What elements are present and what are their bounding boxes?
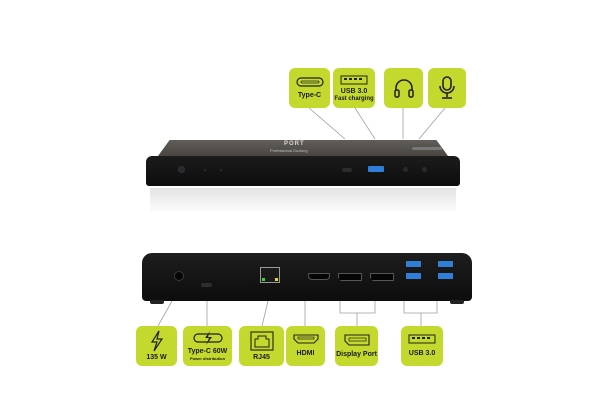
badge-label: HDMI [296, 350, 315, 357]
led-indicator [204, 169, 206, 171]
displayport-1 [338, 273, 362, 281]
front-type-c-port [342, 168, 352, 172]
brand-logo: PORT [284, 141, 305, 147]
badge-microphone [428, 68, 466, 108]
indicator-strip [412, 147, 442, 150]
headphones-icon [393, 79, 414, 98]
usb-port [406, 261, 421, 267]
power-button [178, 166, 185, 173]
dock-front-view: PORT Professional Docking [146, 140, 460, 214]
back-type-c-port [201, 283, 212, 287]
badge-label: 135 W [146, 354, 167, 361]
usb-port [438, 261, 453, 267]
usb-type-c-power-icon [192, 331, 223, 345]
hdmi-port [308, 273, 330, 280]
badge-displayport: Display Port [335, 326, 378, 366]
badge-power-135w: 135 W [136, 326, 177, 366]
badge-type-c: Type-C [289, 68, 330, 108]
usb-type-c-icon [295, 76, 324, 87]
badge-usb-fast-charging: USB 3.0 Fast charging [333, 68, 375, 108]
hdmi-icon [292, 334, 319, 344]
usb-a-icon [408, 334, 436, 344]
badge-sublabel: Fast charging [334, 95, 374, 102]
badge-label: Display Port [336, 350, 377, 358]
ethernet-rj45-icon [249, 330, 274, 351]
usb-port [438, 273, 453, 279]
badge-usb-3: USB 3.0 [401, 326, 443, 366]
microphone-jack [422, 167, 427, 172]
usb-a-icon [340, 75, 368, 84]
badge-label: Type-C 60W [187, 348, 228, 355]
front-usb-port [368, 166, 384, 172]
usb-port [406, 273, 421, 279]
dc-power-jack [174, 271, 184, 281]
badge-sublabel: Power distribution [189, 356, 226, 361]
displayport-2 [370, 273, 394, 281]
badge-label: RJ45 [253, 353, 270, 361]
product-caption: Professional Docking [270, 148, 308, 153]
dock-front-face [146, 156, 460, 186]
dock-top-face: PORT Professional Docking [158, 140, 448, 156]
badge-label: USB 3.0 [408, 350, 436, 357]
microphone-icon [439, 76, 455, 99]
badge-label: Type-C [297, 91, 322, 99]
lightning-power-icon [150, 330, 163, 352]
displayport-icon [343, 333, 370, 346]
led-indicator [220, 169, 222, 171]
badge-hdmi: HDMI [286, 326, 325, 366]
dock-back-view [142, 253, 472, 304]
badge-label: USB 3.0 [340, 87, 368, 95]
ethernet-port [260, 267, 280, 283]
headphone-jack [403, 167, 408, 172]
badge-rj45: RJ45 [239, 326, 284, 366]
dock-foot [450, 300, 464, 304]
dock-reflection [150, 188, 456, 214]
badge-headphones [384, 68, 423, 108]
dock-foot [150, 300, 164, 304]
badge-type-c-60w: Type-C 60W Power distribution [183, 326, 232, 366]
